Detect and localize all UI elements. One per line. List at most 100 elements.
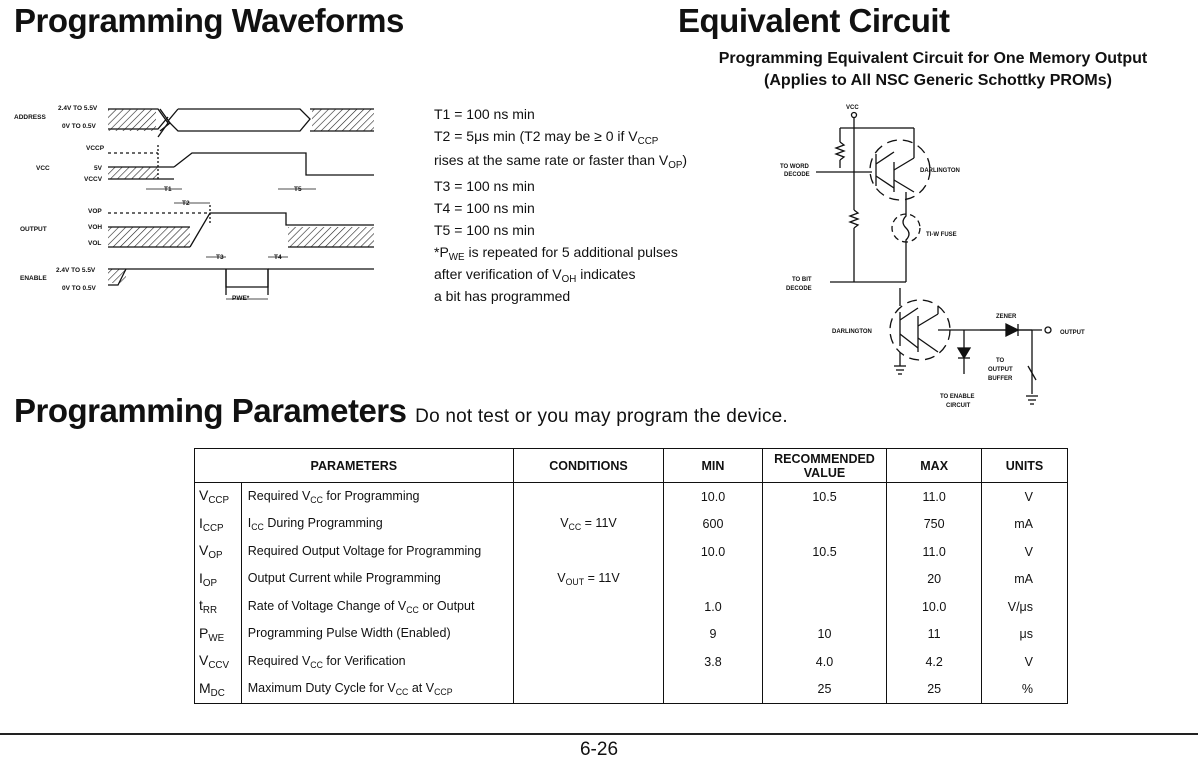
vop-label: VOP xyxy=(88,208,102,215)
param-max: 11.0 xyxy=(886,482,983,511)
param-symbol: VCCV xyxy=(194,648,242,676)
to-word-decode-2: DECODE xyxy=(784,172,810,178)
to-output-buffer-2: OUTPUT xyxy=(988,367,1013,373)
table-row: PWE Programming Pulse Width (Enabled) 9 … xyxy=(194,620,1068,648)
param-description: Required VCC for Programming xyxy=(240,482,514,511)
param-units: V/μs xyxy=(981,593,1068,621)
param-symbol: MDC xyxy=(194,675,242,704)
to-bit-decode-1: TO BIT xyxy=(792,277,812,283)
param-max: 20 xyxy=(886,565,983,593)
header-conditions: CONDITIONS xyxy=(512,448,665,483)
param-conditions xyxy=(512,648,665,676)
t2-label: T2 xyxy=(182,200,190,207)
t3-label: T3 xyxy=(216,254,224,261)
param-description: Required Output Voltage for Programming xyxy=(240,538,514,566)
param-min: 3.8 xyxy=(663,648,763,676)
param-symbol: ICCP xyxy=(194,510,242,538)
param-recommended xyxy=(761,510,888,538)
circuit-output-label: OUTPUT xyxy=(1060,330,1085,336)
param-description: Rate of Voltage Change of VCC or Output xyxy=(240,593,514,621)
vccp-label: VCCP xyxy=(86,145,105,152)
vccv-label: VCCV xyxy=(84,176,103,183)
param-symbol: PWE xyxy=(194,620,242,648)
param-max: 11 xyxy=(886,620,983,648)
header-max: MAX xyxy=(886,448,983,483)
param-units: V xyxy=(981,538,1068,566)
table-row: MDC Maximum Duty Cycle for VCC at VCCP 2… xyxy=(194,675,1068,704)
programming-waveforms-diagram: ADDRESS 2.4V TO 5.5V 0V TO 0.5V VCC VCCP… xyxy=(14,105,374,302)
param-max: 4.2 xyxy=(886,648,983,676)
param-symbol: VCCP xyxy=(194,482,242,511)
t1-note: T1 = 100 ns min xyxy=(434,106,535,122)
param-description: ICC During Programming xyxy=(240,510,514,538)
vol-label: VOL xyxy=(88,240,101,247)
t4-note: T4 = 100 ns min xyxy=(434,200,535,216)
page-footer-rule xyxy=(0,733,1198,735)
t2-note: T2 = 5μs min (T2 may be ≥ 0 if VCCP rise… xyxy=(434,128,688,171)
table-row: VOP Required Output Voltage for Programm… xyxy=(194,538,1068,566)
param-recommended: 10 xyxy=(761,620,888,648)
address-hi-label: 2.4V TO 5.5V xyxy=(58,105,98,112)
waveforms-title: Programming Waveforms xyxy=(14,2,404,39)
param-units: mA xyxy=(981,565,1068,593)
equivalent-circuit-diagram: VCC TO WORD DECODE DARLINGTON TI-W FUSE … xyxy=(780,105,1085,409)
to-output-buffer-3: BUFFER xyxy=(988,376,1013,382)
circuit-title: Equivalent Circuit xyxy=(678,2,950,39)
vcc-label: VCC xyxy=(36,165,50,172)
5v-label: 5V xyxy=(94,165,103,172)
darlington-bottom-label: DARLINGTON xyxy=(832,329,872,335)
header-parameters: PARAMETERS xyxy=(194,448,514,483)
param-conditions xyxy=(512,482,665,511)
param-units: μs xyxy=(981,620,1068,648)
output-label: OUTPUT xyxy=(20,226,47,233)
param-max: 11.0 xyxy=(886,538,983,566)
param-units: mA xyxy=(981,510,1068,538)
table-row: ICCP ICC During Programming VCC = 11V 60… xyxy=(194,510,1068,538)
param-min: 600 xyxy=(663,510,763,538)
param-symbol: tRR xyxy=(194,593,242,621)
to-bit-decode-2: DECODE xyxy=(786,286,812,292)
param-units: V xyxy=(981,482,1068,511)
enable-lo-label: 0V TO 0.5V xyxy=(62,285,97,292)
param-symbol: VOP xyxy=(194,538,242,566)
table-row: VCCV Required VCC for Verification 3.8 4… xyxy=(194,648,1068,676)
param-max: 25 xyxy=(886,675,983,704)
parameters-caption: Do not test or you may program the devic… xyxy=(415,406,788,427)
address-label: ADDRESS xyxy=(14,114,46,121)
t4-label: T4 xyxy=(274,254,282,261)
darlington-top-label: DARLINGTON xyxy=(920,168,960,174)
param-conditions xyxy=(512,675,665,704)
param-recommended: 10.5 xyxy=(761,482,888,511)
circuit-vcc-label: VCC xyxy=(846,105,859,111)
param-min: 10.0 xyxy=(663,538,763,566)
param-conditions xyxy=(512,538,665,566)
param-conditions: VCC = 11V xyxy=(512,510,665,538)
table-row: tRR Rate of Voltage Change of VCC or Out… xyxy=(194,593,1068,621)
header-min: MIN xyxy=(663,448,763,483)
to-output-buffer-1: TO xyxy=(996,358,1005,364)
to-enable-circuit-1: TO ENABLE xyxy=(940,394,975,400)
pwe-label: PWE* xyxy=(232,295,250,302)
param-recommended: 10.5 xyxy=(761,538,888,566)
param-symbol: IOP xyxy=(194,565,242,593)
enable-label: ENABLE xyxy=(20,275,47,282)
to-word-decode-1: TO WORD xyxy=(780,164,810,170)
circuit-subtitle-2: (Applies to All NSC Generic Schottky PRO… xyxy=(764,72,1112,89)
param-min xyxy=(663,675,763,704)
t5-note: T5 = 100 ns min xyxy=(434,222,535,238)
table-row: IOP Output Current while Programming VOU… xyxy=(194,565,1068,593)
parameters-title: Programming Parameters Do not test or yo… xyxy=(14,392,788,429)
address-lo-label: 0V TO 0.5V xyxy=(62,123,97,130)
param-recommended: 4.0 xyxy=(761,648,888,676)
enable-hi-label: 2.4V TO 5.5V xyxy=(56,267,96,274)
param-description: Output Current while Programming xyxy=(240,565,514,593)
circuit-subtitle-1: Programming Equivalent Circuit for One M… xyxy=(718,50,1148,67)
t5-label: T5 xyxy=(294,186,302,193)
t1-label: T1 xyxy=(164,186,172,193)
param-description: Required VCC for Verification xyxy=(240,648,514,676)
param-recommended xyxy=(761,565,888,593)
param-description: Maximum Duty Cycle for VCC at VCCP xyxy=(240,675,514,704)
